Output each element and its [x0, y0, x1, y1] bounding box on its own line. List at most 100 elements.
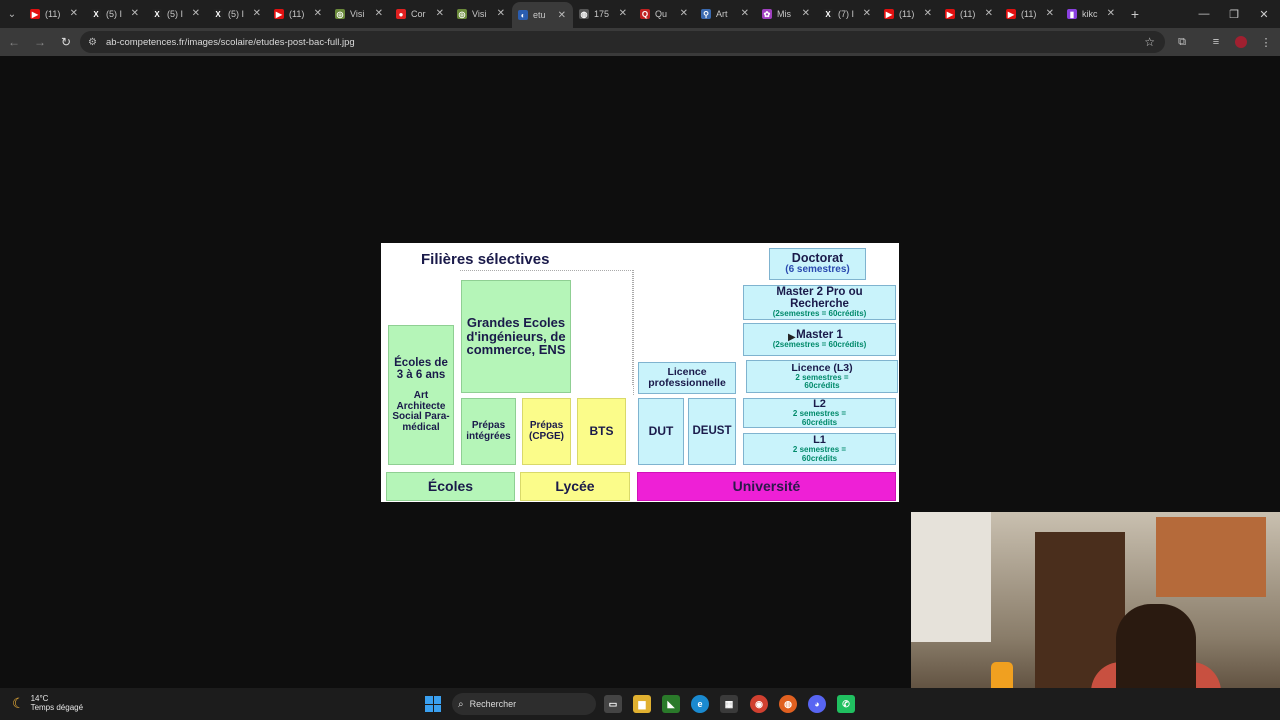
browser-tab[interactable]: ◍175✕ — [573, 0, 634, 28]
whatsapp-icon[interactable]: ✆ — [837, 695, 855, 713]
master1-sub-label: (2semestres = 60crédits) — [772, 340, 867, 350]
tab-strip: ⌄ ▶(11)✕X(5) I✕X(5) I✕X(5) I✕▶(11)✕◎Visi… — [0, 0, 1280, 28]
browser-tab[interactable]: ▮kikc✕ — [1061, 0, 1122, 28]
tab-close-icon[interactable]: ✕ — [1045, 8, 1054, 19]
tab-close-icon[interactable]: ✕ — [1106, 8, 1115, 19]
webcam-window-bg — [911, 512, 991, 642]
master2-sub-label: (2semestres = 60crédits) — [772, 309, 867, 319]
bts-label: BTS — [589, 424, 614, 439]
browser-tab[interactable]: ▶(11)✕ — [24, 0, 85, 28]
tab-title: (11) — [289, 9, 305, 19]
tab-title: etu — [533, 10, 546, 20]
weather-description: Temps dégagé — [30, 703, 84, 712]
firefox-icon[interactable]: ◍ — [779, 695, 797, 713]
taskbar-search-placeholder: Rechercher — [469, 699, 517, 709]
selective-divider — [460, 270, 633, 385]
weather-widget[interactable]: ☾ 14°C Temps dégagé — [12, 694, 83, 712]
minimize-icon[interactable]: — — [1198, 8, 1210, 20]
tab-close-icon[interactable]: ✕ — [313, 8, 322, 19]
tab-close-icon[interactable]: ✕ — [801, 8, 810, 19]
l2-sub-label: 2 semestres = 60crédits — [792, 409, 847, 427]
chrome-icon[interactable]: ◉ — [750, 695, 768, 713]
file-explorer-icon[interactable]: ▆ — [633, 695, 651, 713]
windows-taskbar: ☾ 14°C Temps dégagé ⌕ Rechercher ▭ ▆ ◣ e… — [0, 688, 1280, 720]
selective-divider-vertical — [633, 270, 634, 395]
tab-title: (11) — [45, 9, 61, 19]
profile-avatar-icon[interactable] — [1233, 34, 1249, 50]
tab-close-icon[interactable]: ✕ — [618, 8, 627, 19]
ecoles-years-label: Écoles de 3 à 6 ans — [394, 356, 448, 381]
master1-label: Master 1 — [796, 329, 843, 342]
tab-search-chevron-icon[interactable]: ⌄ — [7, 8, 17, 20]
tab-favicon-icon: X — [823, 9, 833, 19]
task-view-icon[interactable]: ▭ — [604, 695, 622, 713]
nvidia-icon[interactable]: ◣ — [662, 695, 680, 713]
store-icon[interactable]: ▦ — [720, 695, 738, 713]
tab-favicon-icon: ⚲ — [701, 9, 711, 19]
tab-close-icon[interactable]: ✕ — [374, 8, 383, 19]
browser-tab[interactable]: ●Cor✕ — [390, 0, 451, 28]
browser-tab[interactable]: ◐etu✕ — [512, 2, 573, 28]
close-window-icon[interactable]: ✕ — [1259, 8, 1269, 21]
tab-title: kikc — [1082, 9, 1098, 19]
forward-arrow-icon[interactable]: → — [34, 35, 46, 49]
tab-close-icon[interactable]: ✕ — [679, 8, 688, 19]
browser-tab[interactable]: ◎Visi✕ — [329, 0, 390, 28]
browser-tab[interactable]: X(5) I✕ — [85, 0, 146, 28]
new-tab-plus-icon[interactable]: + — [1130, 6, 1140, 22]
tab-favicon-icon: ◎ — [335, 9, 345, 19]
tab-title: Mis — [777, 9, 791, 19]
discord-icon[interactable]: ◕ — [808, 695, 826, 713]
browser-tab[interactable]: ▶(11)✕ — [939, 0, 1000, 28]
base-lycee-box: Lycée — [520, 472, 630, 501]
tab-title: (11) — [899, 9, 915, 19]
browser-tab[interactable]: ▶(11)✕ — [268, 0, 329, 28]
maximize-icon[interactable]: ❐ — [1229, 8, 1239, 21]
tab-close-icon[interactable]: ✕ — [252, 8, 261, 19]
browser-tab[interactable]: ▶ (11) ✕ — [878, 0, 939, 28]
dut-box: DUT — [638, 398, 684, 465]
tab-close-icon[interactable]: ✕ — [496, 8, 505, 19]
browser-tab[interactable]: ⚲Art✕ — [695, 0, 756, 28]
tab-close-icon[interactable]: ✕ — [923, 8, 932, 19]
tab-favicon-icon: ▶ — [884, 9, 894, 19]
browser-tab[interactable]: ◎Visi✕ — [451, 0, 512, 28]
edge-icon[interactable]: e — [691, 695, 709, 713]
l2-box: L2 2 semestres = 60crédits — [743, 398, 896, 428]
tab-close-icon[interactable]: ✕ — [557, 10, 566, 21]
bts-box: BTS — [577, 398, 626, 465]
base-ecoles-box: Écoles — [386, 472, 515, 501]
extensions-puzzle-icon[interactable]: ⧉ — [1178, 35, 1186, 48]
l2-label: L2 — [813, 397, 826, 410]
browser-tab[interactable]: X(5) I✕ — [207, 0, 268, 28]
bookmark-star-icon[interactable]: ☆ — [1144, 35, 1155, 49]
grandes-ecoles-label: Grandes Ecoles d'ingénieurs, de commerce… — [466, 315, 566, 358]
prepas-integrees-box: Prépas intégrées — [461, 398, 516, 465]
deust-label: DEUST — [692, 425, 732, 438]
browser-tab[interactable]: X (7) I ✕ — [817, 0, 878, 28]
reload-icon[interactable]: ↻ — [60, 35, 72, 49]
tab-close-icon[interactable]: ✕ — [740, 8, 749, 19]
tab-close-icon[interactable]: ✕ — [435, 8, 444, 19]
tab-close-icon[interactable]: ✕ — [191, 8, 200, 19]
tab-close-icon[interactable]: ✕ — [130, 8, 139, 19]
back-arrow-icon[interactable]: ← — [8, 35, 20, 49]
tab-title: (7) I — [838, 9, 855, 19]
browser-tab[interactable]: X(5) I✕ — [146, 0, 207, 28]
tab-favicon-icon: ◎ — [457, 9, 467, 19]
url-text[interactable]: ab-competences.fr/images/scolaire/etudes… — [106, 36, 355, 48]
licence-l3-sub-label: 2 semestres = 60crédits — [795, 372, 849, 390]
browser-tab[interactable]: ✿Mis✕ — [756, 0, 817, 28]
tab-close-icon[interactable]: ✕ — [984, 8, 993, 19]
licence-pro-box: Licence professionnelle — [638, 362, 736, 394]
tab-close-icon[interactable]: ✕ — [862, 8, 871, 19]
menu-dots-icon[interactable]: ⋮ — [1260, 36, 1272, 49]
browser-tab[interactable]: ▶(11)✕ — [1000, 0, 1061, 28]
taskbar-search-box[interactable]: ⌕ Rechercher — [452, 693, 596, 715]
reading-list-icon[interactable]: ≡ — [1212, 36, 1220, 48]
site-info-icon[interactable]: ⚙ — [88, 36, 97, 48]
address-bar[interactable]: ⚙ ab-competences.fr/images/scolaire/etud… — [80, 31, 1165, 53]
tab-close-icon[interactable]: ✕ — [69, 8, 78, 19]
windows-start-icon[interactable] — [425, 696, 441, 712]
